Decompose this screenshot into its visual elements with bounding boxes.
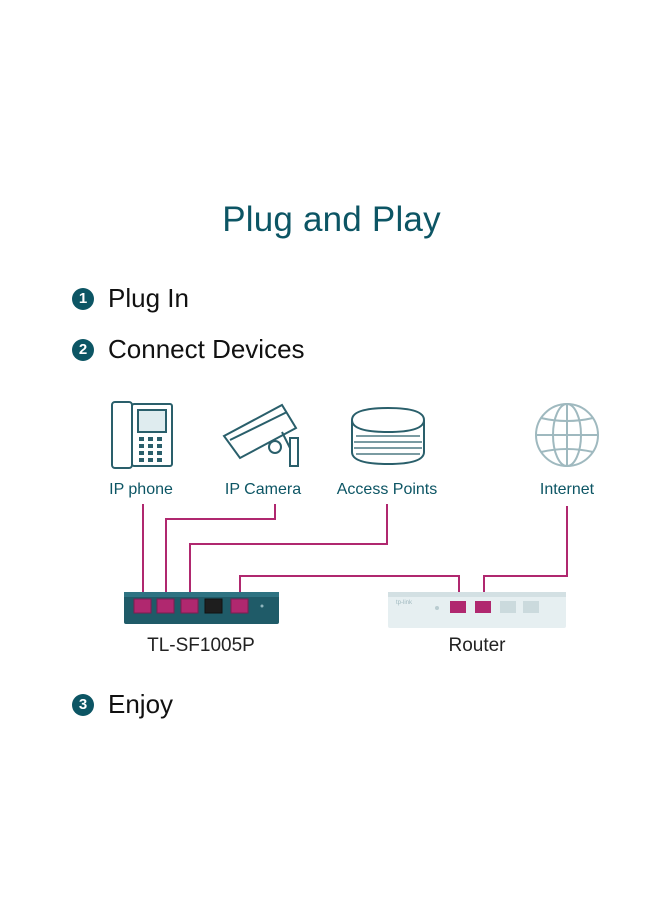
step-label-enjoy: Enjoy — [108, 689, 174, 719]
step-enjoy: 3 Enjoy — [72, 689, 173, 720]
label-access-points: Access Points — [336, 481, 438, 498]
access-point-icon — [351, 406, 425, 466]
step-connect-devices: 2 Connect Devices — [72, 334, 305, 365]
ip-phone-icon — [111, 401, 173, 469]
step-number-1: 1 — [72, 287, 94, 310]
step-plug-in: 1 Plug In — [72, 283, 189, 314]
label-ip-phone: IP phone — [109, 481, 173, 498]
step-label-plug-in: Plug In — [108, 283, 189, 313]
page-title: Plug and Play — [222, 200, 441, 239]
label-ip-camera: IP Camera — [224, 481, 302, 498]
step-number-2: 2 — [72, 338, 94, 361]
internet-globe-icon — [535, 403, 599, 467]
ethernet-cables — [142, 504, 568, 604]
cable-ip-camera — [165, 504, 276, 604]
cable-uplink — [239, 575, 460, 604]
label-internet: Internet — [539, 481, 595, 498]
switch-device — [124, 592, 279, 624]
cable-internet — [483, 506, 568, 604]
label-switch-model: TL-SF1005P — [147, 635, 255, 656]
step-label-connect-devices: Connect Devices — [108, 334, 305, 364]
cable-access-point — [189, 504, 388, 604]
router-device: tp-link — [388, 592, 566, 628]
label-router: Router — [448, 635, 506, 656]
router-brand-logo: tp-link — [396, 600, 413, 606]
ip-camera-icon — [222, 403, 299, 467]
step-number-3: 3 — [72, 693, 94, 716]
